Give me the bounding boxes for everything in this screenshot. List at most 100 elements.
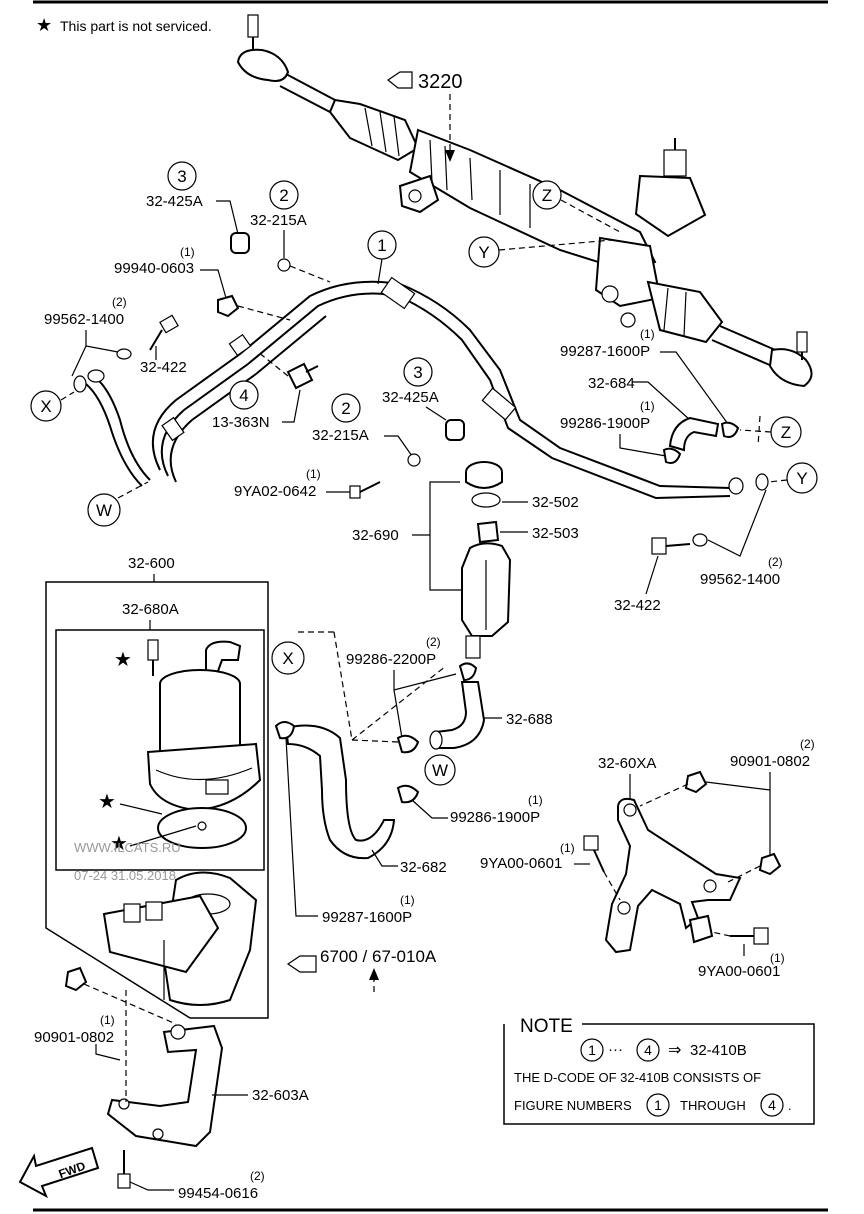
part-32-690: 32-690 (352, 527, 399, 544)
part-99562-1400-left: 99562-1400 (44, 311, 124, 328)
callout-w-right: W (424, 754, 456, 786)
part-9YA00-0601-left: 9YA00-0601 (480, 855, 562, 872)
clip (407, 453, 421, 467)
watermark-site: WWW.ILCATS.RU (74, 840, 181, 855)
grommet (445, 419, 465, 441)
hose-clamp (396, 784, 420, 804)
hose-32-688 (435, 681, 486, 749)
clip (277, 258, 291, 272)
pump-control-unit (102, 871, 258, 1006)
hose-clamp (396, 734, 420, 754)
svg-text:2: 2 (341, 399, 350, 418)
qty-99286-top: (1) (640, 399, 655, 413)
nut (758, 852, 782, 876)
svg-text:···: ··· (608, 1041, 623, 1058)
callout-y-top: Y (468, 236, 500, 268)
nut (684, 770, 708, 794)
callout-2-left: 2 (269, 180, 299, 210)
qty-99287-top: (1) (640, 327, 655, 341)
svg-text:Z: Z (781, 423, 791, 442)
svg-text:3: 3 (413, 363, 422, 382)
svg-text:Y: Y (796, 469, 807, 488)
hose-clamp (662, 447, 682, 464)
steering-gear (236, 14, 813, 388)
svg-text:1: 1 (654, 1097, 662, 1113)
svg-text:1: 1 (377, 236, 386, 255)
ref-engine: 6700 / 67-010A (320, 947, 437, 966)
part-32-688: 32-688 (506, 711, 553, 728)
bracket-32-60XA (604, 797, 742, 954)
not-serviced-star-icon: ★ (114, 647, 132, 671)
svg-text:4: 4 (239, 386, 248, 405)
bolt-32-422-right (651, 537, 691, 555)
part-99286-2200P: 99286-2200P (346, 651, 436, 668)
callout-z-top: Z (532, 180, 562, 210)
qty-99286-bottom: (1) (528, 793, 543, 807)
part-32-600: 32-600 (128, 555, 175, 572)
part-32-425A-top: 32-425A (146, 193, 203, 210)
callout-z-right: Z (770, 416, 802, 448)
not-serviced-star-icon: ★ (98, 789, 116, 813)
svg-text:2: 2 (279, 186, 288, 205)
part-99286-1900P-bottom: 99286-1900P (450, 809, 540, 826)
svg-text:W: W (432, 761, 448, 780)
part-99454-0616: 99454-0616 (178, 1185, 258, 1202)
legend-star-icon: ★ (36, 15, 52, 36)
qty-9YA00-left: (1) (560, 841, 575, 855)
part-32-680A: 32-680A (122, 601, 179, 618)
qty-90901-bottom: (1) (100, 1013, 115, 1027)
bolt-9YA00-right (730, 927, 769, 945)
part-32-422-left: 32-422 (140, 359, 187, 376)
svg-text:4: 4 (768, 1097, 776, 1113)
callout-2-mid: 2 (331, 393, 361, 423)
part-13-363N: 13-363N (212, 414, 270, 431)
callout-1: 1 (367, 230, 397, 260)
note-box: NOTE 1 ··· 4 ⇒ 32-410B THE D-CODE OF 32-… (503, 1016, 815, 1125)
pump-gasket (157, 807, 247, 849)
svg-text:THROUGH: THROUGH (680, 1098, 746, 1113)
qty-99562-left: (2) (112, 295, 127, 309)
hose-32-684 (668, 416, 720, 452)
svg-text:4: 4 (644, 1042, 652, 1058)
box-32-680A (55, 629, 265, 871)
qty-99940: (1) (180, 245, 195, 259)
svg-text:⇒: ⇒ (668, 1040, 681, 1059)
pointing-hand-icon (286, 955, 317, 973)
legend-text: This part is not serviced. (60, 18, 212, 34)
callout-w-left: W (87, 493, 121, 527)
watermark-date: 07-24 31.05.2018 (74, 868, 176, 883)
pointing-hand-icon (386, 71, 413, 89)
part-99287-1600P-bottom: 99287-1600P (322, 909, 412, 926)
part-99940-0603: 99940-0603 (114, 260, 194, 277)
callout-x-left: X (30, 390, 62, 422)
qty-90901-right: (2) (800, 737, 815, 751)
part-9YA00-0601-right: 9YA00-0601 (698, 963, 780, 980)
svg-text:X: X (282, 649, 293, 668)
svg-text:Y: Y (478, 243, 489, 262)
part-32-684: 32-684 (588, 375, 635, 392)
part-90901-0802-right: 90901-0802 (730, 753, 810, 770)
svg-text:THE D-CODE OF 32-410B CONSIS: THE D-CODE OF 32-410B CONSISTS OF (514, 1070, 761, 1085)
part-32-603A: 32-603A (252, 1087, 309, 1104)
qty-99287-bottom: (1) (400, 893, 415, 907)
grommet (230, 232, 250, 254)
hose-32-682 (284, 724, 396, 860)
svg-text:FIGURE NUMBERS: FIGURE NUMBERS (514, 1098, 632, 1113)
part-32-425A-mid: 32-425A (382, 389, 439, 406)
svg-text:W: W (96, 501, 112, 520)
qty-99562-right: (2) (768, 555, 783, 569)
svg-text:3: 3 (177, 167, 186, 186)
nut-90901-bottom (64, 966, 88, 992)
part-32-682: 32-682 (400, 859, 447, 876)
part-90901-0802-bottom: 90901-0802 (34, 1029, 114, 1046)
hose-clamp (720, 421, 740, 438)
callout-y-right: Y (786, 462, 818, 494)
part-9YA02-0642: 9YA02-0642 (234, 483, 316, 500)
hose-clamp (458, 662, 478, 682)
part-32-502: 32-502 (532, 494, 579, 511)
ref-steering: 3220 (418, 71, 463, 93)
pressure-hose-assembly (85, 276, 731, 500)
reservoir-32-690 (461, 461, 512, 659)
hose-clamp (274, 721, 296, 740)
